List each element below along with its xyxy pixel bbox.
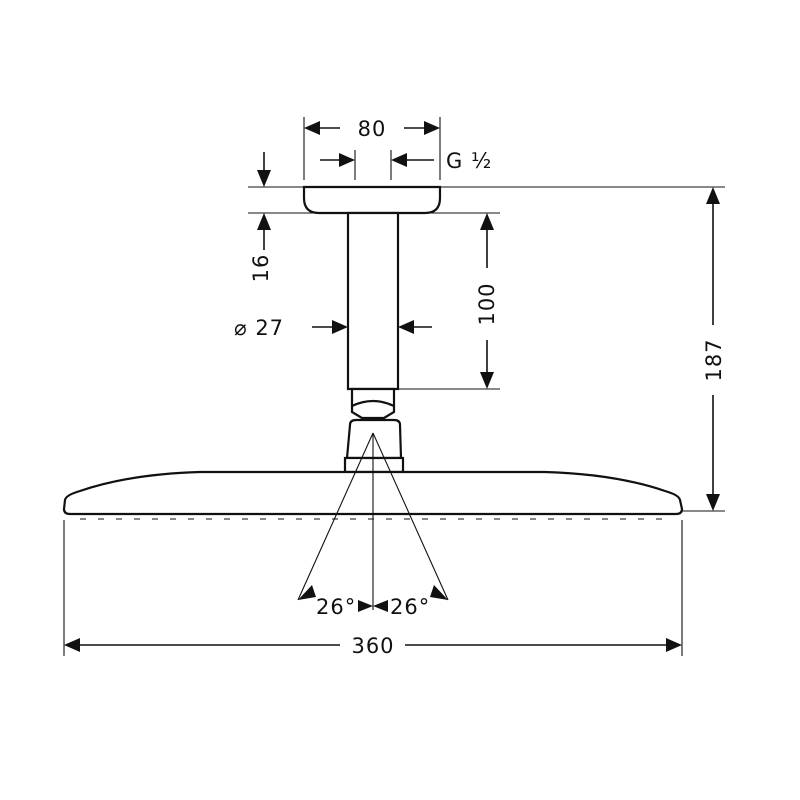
tilt-line-left: [297, 432, 374, 601]
dimension-arm-diameter: ⌀ 27: [234, 316, 284, 340]
shower-arm: [346, 211, 400, 391]
dimension-thread: G ½: [446, 149, 492, 173]
dimension-flange-height: 16: [249, 254, 273, 283]
dimension-arm-length: 100: [475, 282, 499, 325]
ball-joint-housing: [345, 418, 403, 460]
ceiling-flange: [302, 185, 442, 215]
dimension-total-height: 187: [702, 338, 726, 381]
tilt-label-left: 26°: [316, 595, 356, 619]
tilt-line-right: [372, 432, 449, 601]
tilt-label-right: 26°: [390, 595, 430, 619]
dimension-flange-width: 80: [358, 117, 387, 141]
dimension-head-width: 360: [351, 634, 394, 658]
